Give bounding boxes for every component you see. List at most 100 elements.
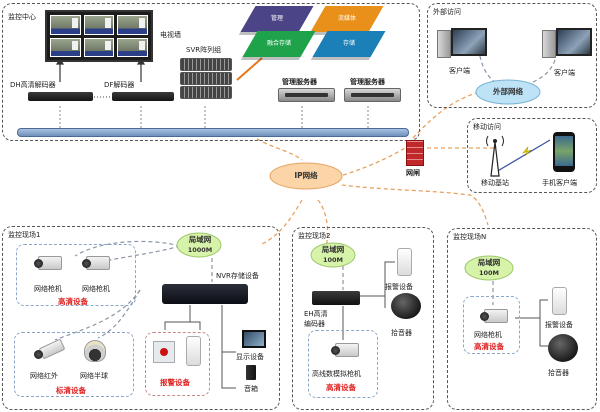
lan1-to-sd-link xyxy=(54,289,141,341)
camera-lens xyxy=(82,259,91,268)
wall-screen xyxy=(83,37,115,57)
base-to-phone-link xyxy=(495,139,551,173)
lanN-label: 局域网 100M xyxy=(469,258,509,278)
mgmt-server-1 xyxy=(278,88,335,102)
mobile-phone-icon xyxy=(553,132,575,172)
client-2-label: 客户端 xyxy=(554,69,575,77)
cameraN-to-pickup-wire xyxy=(539,318,548,347)
site2-hd-group xyxy=(308,330,378,398)
client-1-monitor xyxy=(451,28,487,56)
lan2-label-line1: 局域网 xyxy=(321,245,345,254)
lan1-label-line1: 局域网 xyxy=(188,235,212,244)
video-wall xyxy=(45,10,153,62)
camera-lens xyxy=(480,312,489,321)
siteN-alarm-label: 报警设备 xyxy=(545,321,573,329)
nvr-label: NVR存储设备 xyxy=(216,272,259,280)
phone-client-label: 手机客户端 xyxy=(542,179,577,187)
wall-screen xyxy=(117,15,148,35)
client-2-tower xyxy=(542,30,556,58)
site1-alarm-group xyxy=(145,332,210,396)
site1-hd-group xyxy=(16,244,136,306)
monitoring-center-title: 监控中心 xyxy=(8,13,36,21)
siteN-camera-label: 网络枪机 xyxy=(474,331,502,339)
encoder-device xyxy=(312,291,360,305)
site-n-region: 监控现场N xyxy=(447,228,597,410)
siteN-alarm-sensor-icon xyxy=(552,287,567,315)
site2-alarm-label: 报警设备 xyxy=(385,283,413,291)
wall-screen xyxy=(50,37,81,57)
mobile-access-title: 移动访问 xyxy=(473,123,501,131)
display-device-icon xyxy=(242,330,266,348)
svr-disk-unit xyxy=(180,58,232,71)
lan2-label-line2: 100M xyxy=(322,256,344,264)
lanN-cloud xyxy=(464,255,514,281)
svr-array-label: SVR阵列组 xyxy=(186,46,222,54)
site1-hd-group-label: 高清设备 xyxy=(58,297,88,306)
site2-hd-group-label: 高清设备 xyxy=(326,383,356,392)
lan1-label: 局域网 1000M xyxy=(180,235,220,255)
siteN-hd-group-label: 高清设备 xyxy=(474,342,504,351)
ip-to-site1-link xyxy=(261,199,303,245)
nvr-to-alarm-wire-2 xyxy=(190,321,201,330)
nvr-storage-device xyxy=(162,284,248,304)
site1-hd-camera-2-label: 网络枪机 xyxy=(82,285,110,293)
client-1-label: 客户端 xyxy=(449,67,470,75)
video-wall-label: 电视墙 xyxy=(160,31,181,39)
site1-sd-group-label: 标清设备 xyxy=(56,386,86,395)
lightning-icon xyxy=(522,146,532,156)
site-2-title: 监控现场2 xyxy=(298,232,331,240)
decoder-hd-device xyxy=(28,92,93,101)
external-network-cloud xyxy=(475,79,541,105)
svr-to-platform-arrow xyxy=(236,57,263,81)
decoder-df-label: DF解码器 xyxy=(104,81,135,89)
ip-network-label: IP网络 xyxy=(294,171,318,180)
mgmt-server-2 xyxy=(344,88,401,102)
svr-disk-unit xyxy=(180,72,232,85)
monitoring-center-region: 监控中心 xyxy=(2,3,420,141)
site-n-title: 监控现场N xyxy=(453,233,487,241)
client1-to-network-link xyxy=(477,41,501,86)
display-device-label: 显示设备 xyxy=(236,353,264,361)
mobile-access-region: 移动访问 xyxy=(467,118,597,193)
pir-sensor-icon xyxy=(186,336,201,366)
encoder-label-line2: 编码器 xyxy=(304,320,325,328)
encoder-label-line1: EH高清 xyxy=(304,310,328,318)
camera-lens xyxy=(34,259,43,268)
site1-ir-camera-label: 网络红外 xyxy=(30,372,58,380)
nvr-to-alarm-wire xyxy=(164,305,191,330)
site-1-title: 监控现场1 xyxy=(8,231,41,239)
site1-dome-camera-label: 网络半球 xyxy=(80,372,108,380)
lan1-to-hd-link xyxy=(74,240,181,257)
external-access-title: 外部访问 xyxy=(433,8,461,16)
camera-lens xyxy=(34,350,43,359)
mobile-phone-screen xyxy=(555,136,573,166)
lan1-cloud xyxy=(176,232,222,258)
gateway-label: 网闸 xyxy=(406,169,420,177)
encoder-to-alarm-wire xyxy=(360,261,395,297)
wall-screen xyxy=(50,15,81,35)
device-wiring xyxy=(164,139,551,389)
nvr-to-speaker-wire xyxy=(221,305,236,389)
speaker-icon xyxy=(246,365,256,380)
speaker-label: 音箱 xyxy=(244,385,258,393)
mgmt-server-2-label: 管理服务器 xyxy=(350,78,385,86)
decoder-df-device xyxy=(112,92,174,101)
lan1-label-line2: 1000M xyxy=(187,246,213,254)
site1-alarm-group-label: 报警设备 xyxy=(160,378,190,387)
lan2-label: 局域网 100M xyxy=(313,245,353,265)
client-2-monitor xyxy=(556,28,592,56)
network-bus xyxy=(17,128,409,137)
lanN-label-line1: 局域网 xyxy=(477,258,501,267)
external-access-region: 外部访问 xyxy=(427,3,597,108)
siteN-pickup-label: 拾音器 xyxy=(548,369,569,377)
wall-screen xyxy=(83,15,115,35)
site1-dome-camera xyxy=(84,340,106,362)
ip-network-cloud xyxy=(269,162,343,190)
site1-sd-group xyxy=(14,332,134,397)
wall-screen xyxy=(117,37,148,57)
external-network-label: 外部网络 xyxy=(493,87,523,96)
site2-pickup-icon xyxy=(391,293,421,319)
siteN-hd-group xyxy=(463,296,520,354)
